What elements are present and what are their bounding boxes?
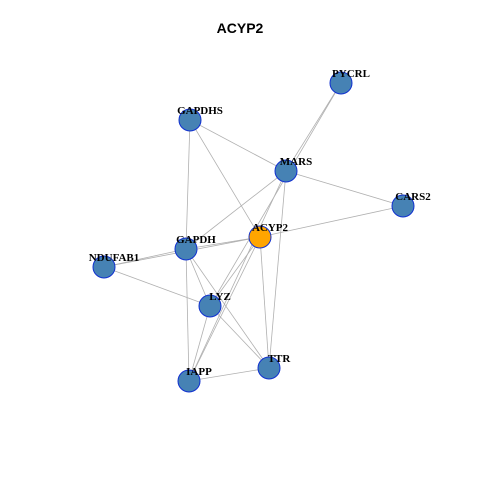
node-label-mars: MARS: [280, 156, 312, 168]
node-label-gapdhs: GAPDHS: [177, 105, 223, 117]
node-gapdh[interactable]: [174, 237, 198, 261]
node-label-iapp: IAPP: [186, 366, 212, 378]
edge-gapdh-iapp: [185, 248, 190, 382]
edge-gapdh-ttr: [185, 248, 270, 369]
node-ttr[interactable]: [257, 356, 281, 380]
edge-mars-gapdh: [185, 170, 287, 250]
node-pycrl[interactable]: [329, 71, 353, 95]
edge-gapdhs-gapdh: [185, 119, 191, 250]
edge-cars2-acyp2: [259, 205, 404, 238]
edge-acyp2-iapp: [188, 236, 261, 382]
edge-gapdhs-mars: [189, 119, 287, 172]
node-label-pycrl: PYCRL: [332, 68, 370, 80]
node-cars2[interactable]: [391, 194, 415, 218]
node-mars[interactable]: [274, 159, 298, 183]
edge-acyp2-lyz: [209, 236, 261, 307]
node-label-gapdh: GAPDH: [176, 234, 216, 246]
edge-mars-cars2: [285, 170, 404, 207]
edge-mars-iapp: [188, 170, 287, 382]
edge-lyz-iapp: [188, 305, 211, 382]
node-label-cars2: CARS2: [395, 191, 431, 203]
node-label-ndufab1: NDUFAB1: [89, 252, 140, 264]
node-label-lyz: LYZ: [209, 291, 231, 303]
node-acyp2[interactable]: [248, 225, 272, 249]
edge-iapp-ttr: [188, 367, 270, 382]
node-iapp[interactable]: [177, 369, 201, 393]
edge-lyz-ttr: [209, 305, 270, 369]
edge-ndufab1-lyz: [103, 266, 211, 307]
nodes-layer: [92, 71, 415, 393]
node-label-ttr: TTR: [268, 353, 292, 365]
edge-pycrl-mars: [285, 82, 342, 172]
edge-gapdhs-acyp2: [189, 119, 261, 238]
node-gapdhs[interactable]: [178, 108, 202, 132]
node-lyz[interactable]: [198, 294, 222, 318]
edge-acyp2-ttr: [259, 236, 270, 369]
edge-mars-ttr: [268, 170, 287, 369]
node-label-acyp2: ACYP2: [252, 222, 289, 234]
graph-title: ACYP2: [216, 20, 264, 36]
node-ndufab1[interactable]: [92, 255, 116, 279]
